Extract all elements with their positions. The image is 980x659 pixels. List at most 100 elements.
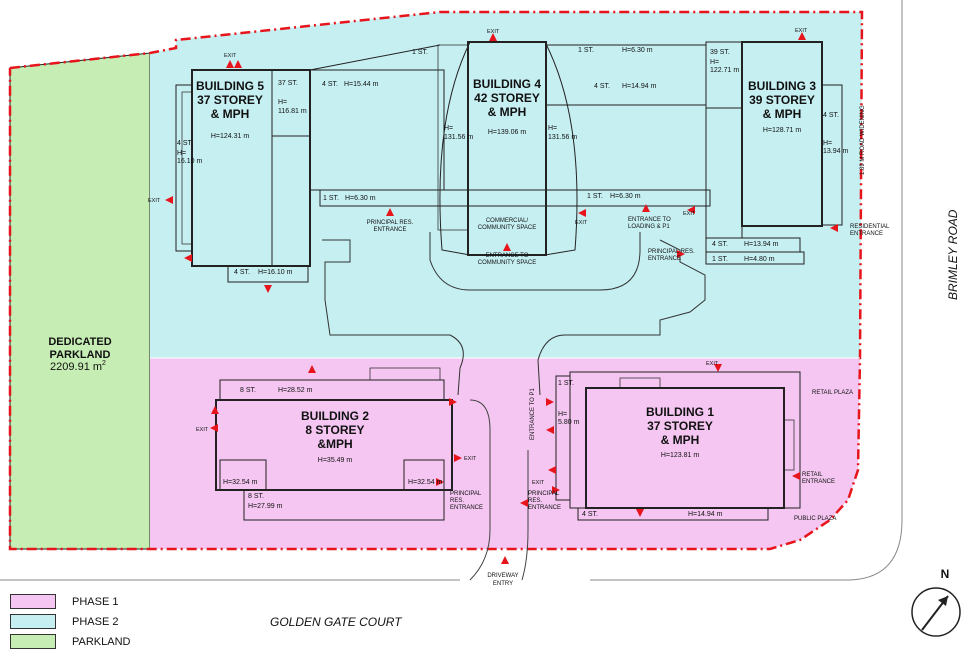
entrance-triangle-icon: [436, 478, 444, 486]
pri-res-top-2: ENTRANCE: [373, 227, 406, 233]
public-plaza: PUBLIC PLAZA: [794, 516, 836, 522]
site-boundary: [8, 10, 864, 551]
b1-1st-h2: 5.80 m: [558, 419, 580, 426]
entrance-triangle-icon: [234, 60, 242, 68]
b5-4st-left: 4 ST.: [177, 140, 193, 147]
pri-res-b2-1: PRINCIPAL: [450, 491, 482, 497]
exit-label: EXIT: [795, 28, 808, 34]
b5-37st-h1: H=: [278, 99, 287, 106]
b4-1st-top: 1 ST.: [412, 49, 428, 56]
entrance-triangle-icon: [308, 365, 316, 373]
driveway: [469, 399, 529, 581]
pri-res-b1-2: RES.: [528, 498, 542, 504]
link-1st-right-h: H=6.30 m: [610, 193, 641, 200]
b5-4st-bottom: 4 ST.: [234, 269, 250, 276]
driveway-2: ENTRY: [493, 581, 513, 587]
entrance-triangle-icon: [798, 32, 806, 40]
road-widening: 1.89 M ROAD WIDENING: [860, 105, 866, 175]
b4-name: BUILDING 4: [473, 77, 541, 91]
b4-h-left-1: H=: [444, 125, 453, 132]
legend-phase1: PHASE 1: [10, 594, 118, 609]
b5-37st-h2: 116.81 m: [278, 108, 307, 115]
b5-storey: 37 STOREY: [197, 93, 263, 107]
internal-loop: [322, 232, 706, 396]
b2-8st-bottom: 8 ST.: [248, 493, 264, 500]
b4-4st-right: 4 ST.: [594, 83, 610, 90]
entrance-triangle-icon: [501, 556, 509, 564]
ent-loading-1: ENTRANCE TO: [628, 217, 671, 223]
pri-res-b2-3: ENTRANCE: [450, 505, 483, 511]
b4-h-left-2: 131.56 m: [444, 134, 473, 141]
b2-h-left: H=32.54 m: [223, 479, 258, 486]
building-4: [437, 41, 707, 256]
link-1st-right: 1 ST.: [587, 193, 603, 200]
legend-phase2: PHASE 2: [10, 614, 118, 629]
retail-ent-2: ENTRANCE: [802, 479, 835, 485]
entrance-triangle-icon: [226, 60, 234, 68]
legend-swatch-phase2: [10, 614, 56, 629]
exit-label: EXIT: [487, 29, 500, 35]
exit-label: EXIT: [532, 480, 545, 486]
b2-8st-top: 8 ST.: [240, 387, 256, 394]
ent-comm-2: COMMUNITY SPACE: [478, 260, 536, 266]
legend-swatch-parkland: [10, 634, 56, 649]
pri-res-b3-1: PRINCIPAL RES.: [648, 249, 695, 255]
entrance-triangle-icon: [578, 209, 586, 217]
entrance-triangle-icon: [792, 472, 800, 480]
parkland-title-2: PARKLAND: [50, 349, 111, 361]
b4-1st-right: 1 ST.: [578, 47, 594, 54]
b3-39st-h2: 122.71 m: [710, 67, 739, 74]
commercial-2: COMMUNITY SPACE: [478, 225, 536, 231]
retail-plaza: RETAIL PLAZA: [812, 390, 853, 396]
entrance-triangle-icon: [184, 254, 192, 262]
building-3: [705, 41, 843, 265]
entrance-triangle-icon: [548, 466, 556, 474]
b2-8st-bottom-h: H=27.99 m: [248, 503, 283, 510]
b4-1st-right-h: H=6.30 m: [622, 47, 653, 54]
b5-use: & MPH: [211, 107, 250, 121]
b3-4st-bottom: 4 ST.: [712, 241, 728, 248]
b5-name: BUILDING 5: [196, 79, 264, 93]
b1-name: BUILDING 1: [646, 405, 714, 419]
b3-4st-bottom-h: H=13.94 m: [744, 241, 779, 248]
entrance-triangle-icon: [503, 243, 511, 251]
b3-4st-right-h2: 13.94 m: [823, 148, 848, 155]
exit-label: EXIT: [706, 361, 719, 367]
b2-storey: 8 STOREY: [305, 423, 364, 437]
b2-height: H=35.49 m: [318, 457, 353, 464]
b1-1st-h1: H=: [558, 411, 567, 418]
exit-label: EXIT: [148, 198, 161, 204]
entrance-triangle-icon: [714, 364, 722, 372]
b3-use: & MPH: [763, 107, 802, 121]
link-1st-left: 1 ST.: [323, 195, 339, 202]
parkland-area: 2209.91 m2: [50, 360, 106, 373]
b5-4st-left-h1: H=: [177, 150, 186, 157]
b3-height: H=128.71 m: [763, 127, 801, 134]
pri-res-b1-3: ENTRANCE: [528, 505, 561, 511]
exit-label: EXIT: [224, 53, 237, 59]
phase1-zone: [150, 358, 860, 549]
entrance-markers: [165, 32, 838, 564]
b3-1st-bottom-h: H=4.80 m: [744, 256, 775, 263]
entrance-triangle-icon: [210, 424, 218, 432]
north-label: N: [941, 567, 950, 581]
entrance-triangle-icon: [830, 224, 838, 232]
b3-1st-bottom: 1 ST.: [712, 256, 728, 263]
legend-parkland: PARKLAND: [10, 634, 130, 649]
driveway-1: DRIVEWAY: [487, 573, 518, 579]
b2-use: &MPH: [317, 437, 352, 451]
building-2: [215, 367, 453, 521]
legend-label-parkland: PARKLAND: [72, 635, 131, 648]
b5-4st-link: 4 ST.: [322, 81, 338, 88]
building-5: [175, 44, 445, 283]
road-golden-gate: GOLDEN GATE COURT: [270, 615, 403, 629]
res-ent-1: RESIDENTIAL: [850, 224, 890, 230]
entrance-triangle-icon: [520, 499, 528, 507]
b4-4st-right-h: H=14.94 m: [622, 83, 657, 90]
pri-res-b3-2: ENTRANCE: [648, 256, 681, 262]
exit-label: EXIT: [683, 211, 696, 217]
commercial-1: COMMERCIAL/: [486, 218, 529, 224]
pri-res-b2-2: RES.: [450, 498, 464, 504]
entrance-triangle-icon: [552, 486, 560, 494]
entrance-triangle-icon: [454, 454, 462, 462]
